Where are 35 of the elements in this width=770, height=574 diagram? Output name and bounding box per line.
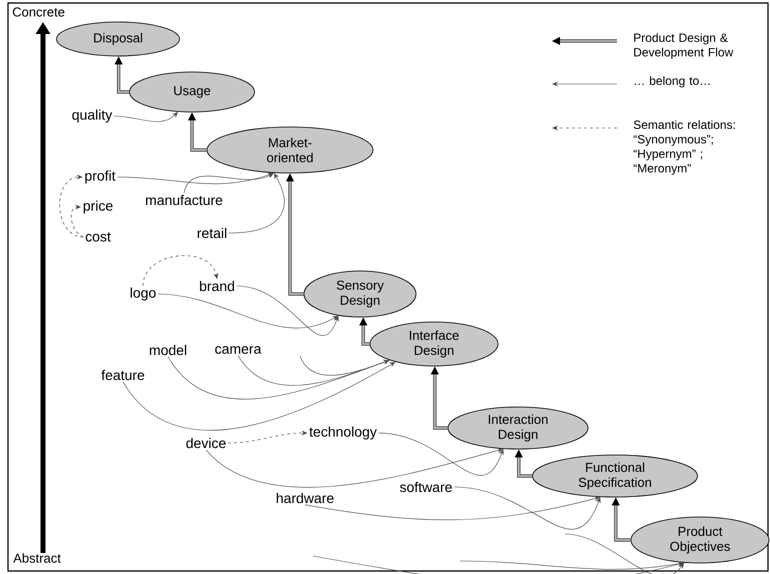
axis-label: Abstract (13, 553, 61, 563)
flow-arrow (612, 498, 631, 542)
term-label: price (84, 200, 113, 214)
flow-arrow (188, 112, 207, 152)
dashed-arrow (70, 204, 84, 238)
arrow (300, 356, 390, 376)
term-label: quality (72, 109, 112, 123)
term-label: hardware (276, 492, 334, 504)
legend-text: … belong to… (634, 76, 710, 88)
flow-arrow (514, 450, 532, 478)
term-label: profit (85, 170, 116, 184)
legend-text: Product Design & Development Flow (634, 33, 734, 59)
term-label: feature (101, 370, 144, 380)
term-label: retail (198, 228, 226, 238)
dashed-arrow (59, 174, 84, 238)
arrow (158, 294, 338, 328)
term-label: cost (86, 232, 111, 242)
axis-label: Concrete (12, 7, 64, 17)
term-label: technology (309, 426, 377, 440)
flow-arrow (114, 56, 130, 94)
flow-arrow (359, 318, 370, 346)
arrow (454, 486, 601, 530)
dashed-arrow (142, 255, 218, 286)
term-label: camera (215, 346, 262, 354)
term-label: model (150, 344, 186, 356)
flow-arrow (286, 174, 304, 296)
arrow (378, 432, 504, 476)
term-label: brand (200, 280, 234, 292)
flow-arrow (430, 366, 448, 430)
legend-text: Semantic relations: “Synonymous”; “Hypernym” ; “Meronym” (634, 120, 735, 175)
term-label: device (186, 438, 226, 448)
term-label: logo (130, 287, 156, 301)
term-label: software (400, 482, 452, 492)
arrow (236, 286, 339, 336)
term-label: manufacture (146, 194, 222, 206)
